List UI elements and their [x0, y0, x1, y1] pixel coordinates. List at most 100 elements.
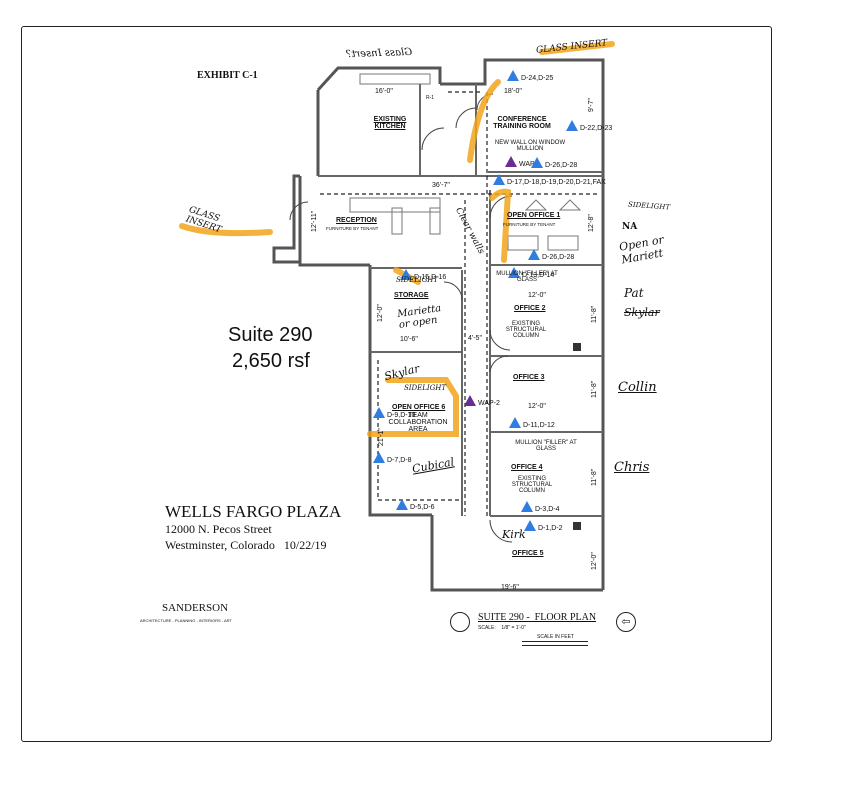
data-tag-label: D-5,D-6: [410, 504, 435, 511]
room-open-office-6: OPEN OFFICE 6: [392, 404, 446, 411]
dim-storage-w: 10'-6": [400, 336, 418, 343]
hand-clear-walls: Clear walls: [453, 206, 486, 256]
data-tag-icon: [566, 120, 578, 131]
dim-conf-h: 9'-7": [588, 98, 595, 112]
data-tag-label: D-22,D-23: [580, 125, 612, 132]
dim-office5-h: 12'-0": [591, 552, 598, 570]
data-tag-label: D-3,D-4: [535, 506, 560, 513]
data-tag-icon: [396, 499, 408, 510]
dim-office5-w: 19'-6": [501, 584, 519, 591]
dim-oo6-h: 21'-1": [378, 428, 385, 446]
room-reception-sub: FURNITURE BY TENANT: [326, 226, 379, 231]
data-tag-label: D-13,D-14: [522, 272, 554, 279]
document-frame: [21, 26, 772, 742]
wap-tag-icon: [505, 156, 517, 167]
data-tag-label: D-1,D-2: [538, 525, 563, 532]
room-conference: CONFERENCE TRAINING ROOM: [493, 116, 551, 130]
column-marker-1: [573, 343, 581, 351]
hand-glass-insert-top: GLASS INSERT: [535, 38, 608, 56]
hand-skylar-struck: Skylar: [624, 306, 660, 319]
plan-scale: SCALE: 1/8" = 1'-0": [478, 625, 526, 631]
room-storage: STORAGE: [394, 292, 429, 299]
dim-conf-w: 18'-0": [504, 88, 522, 95]
hand-sidelight-1: SIDELIGHT: [396, 276, 439, 284]
scale-label: SCALE IN FEET: [537, 634, 574, 640]
data-tag-label: D-24,D-25: [521, 75, 553, 82]
hand-mirror-text: Glass Insert?: [345, 46, 413, 61]
property-address: 12000 N. Pecos Street: [165, 522, 272, 536]
data-tag-label: WAP: [519, 161, 535, 168]
data-tag-icon: [521, 501, 533, 512]
room-reception: RECEPTION: [336, 217, 377, 224]
property-city-date: Westminster, Colorado 10/22/19: [165, 538, 327, 552]
firm-tagline: ARCHITECTURE - PLANNING - INTERIORS - AR…: [140, 618, 232, 623]
data-tag-icon: [507, 70, 519, 81]
hand-glass-insert-left: GLASS INSERT: [184, 204, 223, 236]
hand-na-mark: NA: [622, 222, 638, 232]
data-tag-icon: [400, 269, 412, 280]
note-column-1: EXISTING STRUCTURAL COLUMN: [505, 321, 547, 339]
dashed-lines: [320, 91, 600, 516]
data-tag-icon: [528, 249, 540, 260]
plan-title: SUITE 290 - FLOOR PLAN: [478, 612, 597, 623]
dim-corridor: 4'-5": [468, 335, 482, 342]
hand-chris: Chris: [614, 460, 650, 475]
room-office-4: OFFICE 4: [511, 464, 543, 471]
room-office-3: OFFICE 3: [513, 374, 545, 381]
data-tag-label: D-9,D-10: [387, 412, 416, 419]
scale-bar: [522, 641, 588, 646]
data-tag-label: D-11,D-12: [523, 422, 555, 429]
data-tag-icon: [524, 520, 536, 531]
dim-office3-w: 12'-0": [528, 403, 546, 410]
hand-sidelight-2: SIDELIGHT: [404, 384, 447, 392]
data-tag-icon: [509, 417, 521, 428]
data-tag-icon: [508, 267, 520, 278]
room-open-office-1-sub: FURNITURE BY TENANT: [503, 222, 556, 227]
data-tag-label: D-7,D-8: [387, 457, 412, 464]
dim-oo1-h: 12'-8": [588, 214, 595, 232]
hand-pat: Pat: [624, 286, 644, 300]
column-marker-2: [573, 522, 581, 530]
wap-tag-icon: [464, 395, 476, 406]
dim-office2-w: 12'-0": [528, 292, 546, 299]
room-kitchen: EXISTING KITCHEN: [373, 116, 407, 130]
property-name: WELLS FARGO PLAZA: [165, 502, 342, 521]
note-r1: R-1: [426, 95, 435, 101]
note-mullion-1: MULLION "FILLER" AT GLASS: [496, 271, 558, 283]
data-tag-icon: [373, 407, 385, 418]
data-tag-icon: [493, 174, 505, 185]
data-tag-label: D-17,D-18,D-19,D-20,D-21,FAX: [507, 179, 606, 186]
dim-reception-h: 12'-11": [311, 210, 318, 232]
dim-office3-h: 11'-8": [591, 380, 598, 398]
data-tag-icon: [373, 452, 385, 463]
hand-kirk: Kirk: [502, 528, 526, 541]
hand-storage-note: Marietta or open: [396, 303, 442, 331]
hand-skylar: Skylar: [382, 361, 421, 384]
suite-area: 2,650 rsf: [232, 350, 310, 372]
note-mullion-2: MULLION "FILLER" AT GLASS: [515, 440, 577, 452]
plan-title-symbol: [450, 612, 470, 632]
data-tag-label: D-26,D-28: [542, 254, 574, 261]
suite-name: Suite 290: [228, 324, 313, 346]
dim-kitchen-w: 16'-0": [375, 88, 393, 95]
walls: [272, 58, 605, 592]
data-tag-label: WAP-2: [478, 400, 500, 407]
room-open-office-1: OPEN OFFICE 1: [507, 212, 561, 219]
note-column-2: EXISTING STRUCTURAL COLUMN: [511, 476, 553, 494]
data-tag-label: D-26,D-28: [545, 162, 577, 169]
note-new-wall: NEW WALL ON WINDOW MULLION: [494, 140, 566, 152]
room-office-5: OFFICE 5: [512, 550, 544, 557]
highlighter-marks: [179, 41, 615, 437]
room-team-collaboration: TEAM COLLABORATION AREA: [388, 412, 448, 433]
exhibit-label: EXHIBIT C-1: [197, 70, 258, 81]
furniture: [349, 73, 582, 251]
dim-office2-h: 11'-8": [591, 305, 598, 323]
hand-sidelight-right: SIDELIGHT: [627, 200, 671, 212]
hand-collin: Collin: [618, 380, 657, 395]
firm-name: SANDERSON: [162, 602, 229, 614]
dim-office4-h: 11'-8": [591, 468, 598, 486]
hand-open-note: Open or Mariett: [618, 233, 665, 267]
